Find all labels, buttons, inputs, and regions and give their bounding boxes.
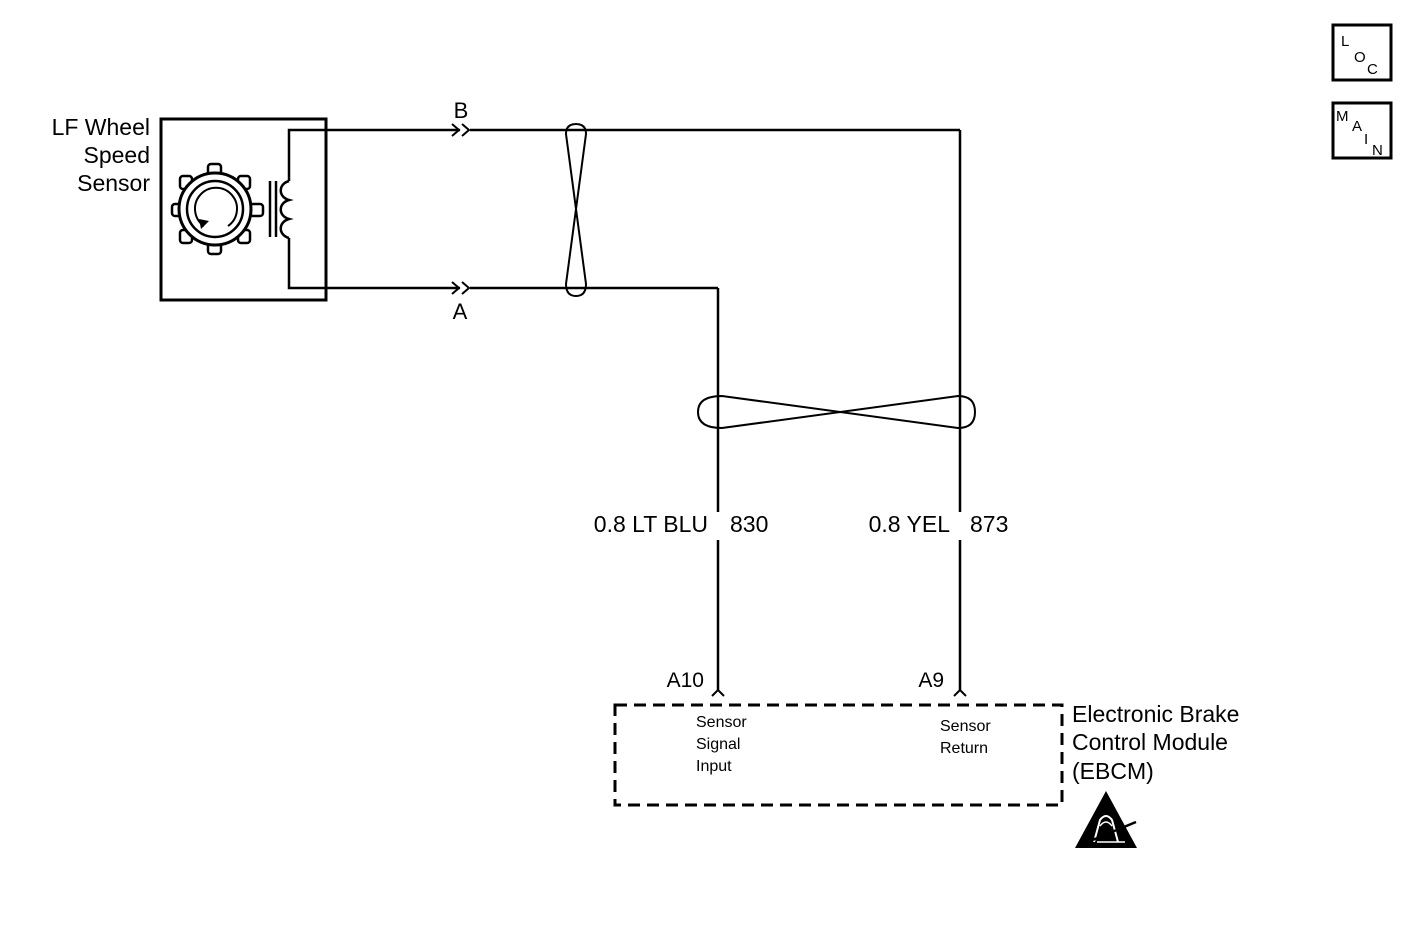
signal-input-label-line1: Sensor xyxy=(696,714,747,731)
twisted-pair-icon xyxy=(564,122,588,298)
esd-warning-icon xyxy=(1075,791,1137,848)
wire-circuit-873 xyxy=(326,128,962,690)
wire-873-circuit: 873 xyxy=(970,511,1008,537)
wire-circuit-830 xyxy=(326,286,720,690)
module-name-line3: (EBCM) xyxy=(1072,758,1154,784)
loc-letter-3: C xyxy=(1367,61,1378,78)
loc-letter-1: L xyxy=(1341,33,1349,50)
wire-873-gauge-color: 0.8 YEL xyxy=(869,511,951,537)
module-name-line2: Control Module xyxy=(1072,729,1228,755)
main-letter-2: A xyxy=(1352,118,1362,135)
connector-pin-b: B xyxy=(454,98,469,123)
main-letter-3: I xyxy=(1364,131,1368,148)
main-button[interactable]: M A I N xyxy=(1331,101,1393,160)
sensor-return-label-line2: Return xyxy=(940,740,988,757)
ebcm-module: Sensor Signal Input Sensor Return Electr… xyxy=(613,701,1239,807)
signal-input-label-line3: Input xyxy=(696,758,732,775)
wire-830-circuit: 830 xyxy=(730,511,768,537)
inductor-coil-icon xyxy=(268,128,326,290)
twisted-pair-horizontal xyxy=(696,394,977,430)
reluctor-ring-icon xyxy=(170,162,265,256)
module-dashed-border xyxy=(613,703,1064,807)
sensor-name-line2: Speed xyxy=(83,142,150,168)
connector-pin-a: A xyxy=(453,299,468,324)
module-pin-a9: A9 xyxy=(918,669,944,692)
sensor-return-label-line1: Sensor xyxy=(940,718,991,735)
main-letter-4: N xyxy=(1372,142,1383,159)
sensor-name-line3: Sensor xyxy=(77,170,150,196)
loc-button[interactable]: L O C xyxy=(1331,23,1393,82)
inline-connector xyxy=(451,123,471,295)
sensor-name-line1: LF Wheel xyxy=(52,114,150,140)
lf-wheel-speed-sensor: LF Wheel Speed Sensor xyxy=(52,114,328,302)
wire-830-gauge-color: 0.8 LT BLU xyxy=(594,511,708,537)
module-pin-terminals xyxy=(711,688,967,697)
module-name-line1: Electronic Brake xyxy=(1072,701,1239,727)
main-letter-1: M xyxy=(1336,108,1349,125)
loc-letter-2: O xyxy=(1354,49,1366,66)
module-pin-a10: A10 xyxy=(667,669,704,692)
sensor-housing xyxy=(159,117,328,302)
signal-input-label-line2: Signal xyxy=(696,736,740,753)
